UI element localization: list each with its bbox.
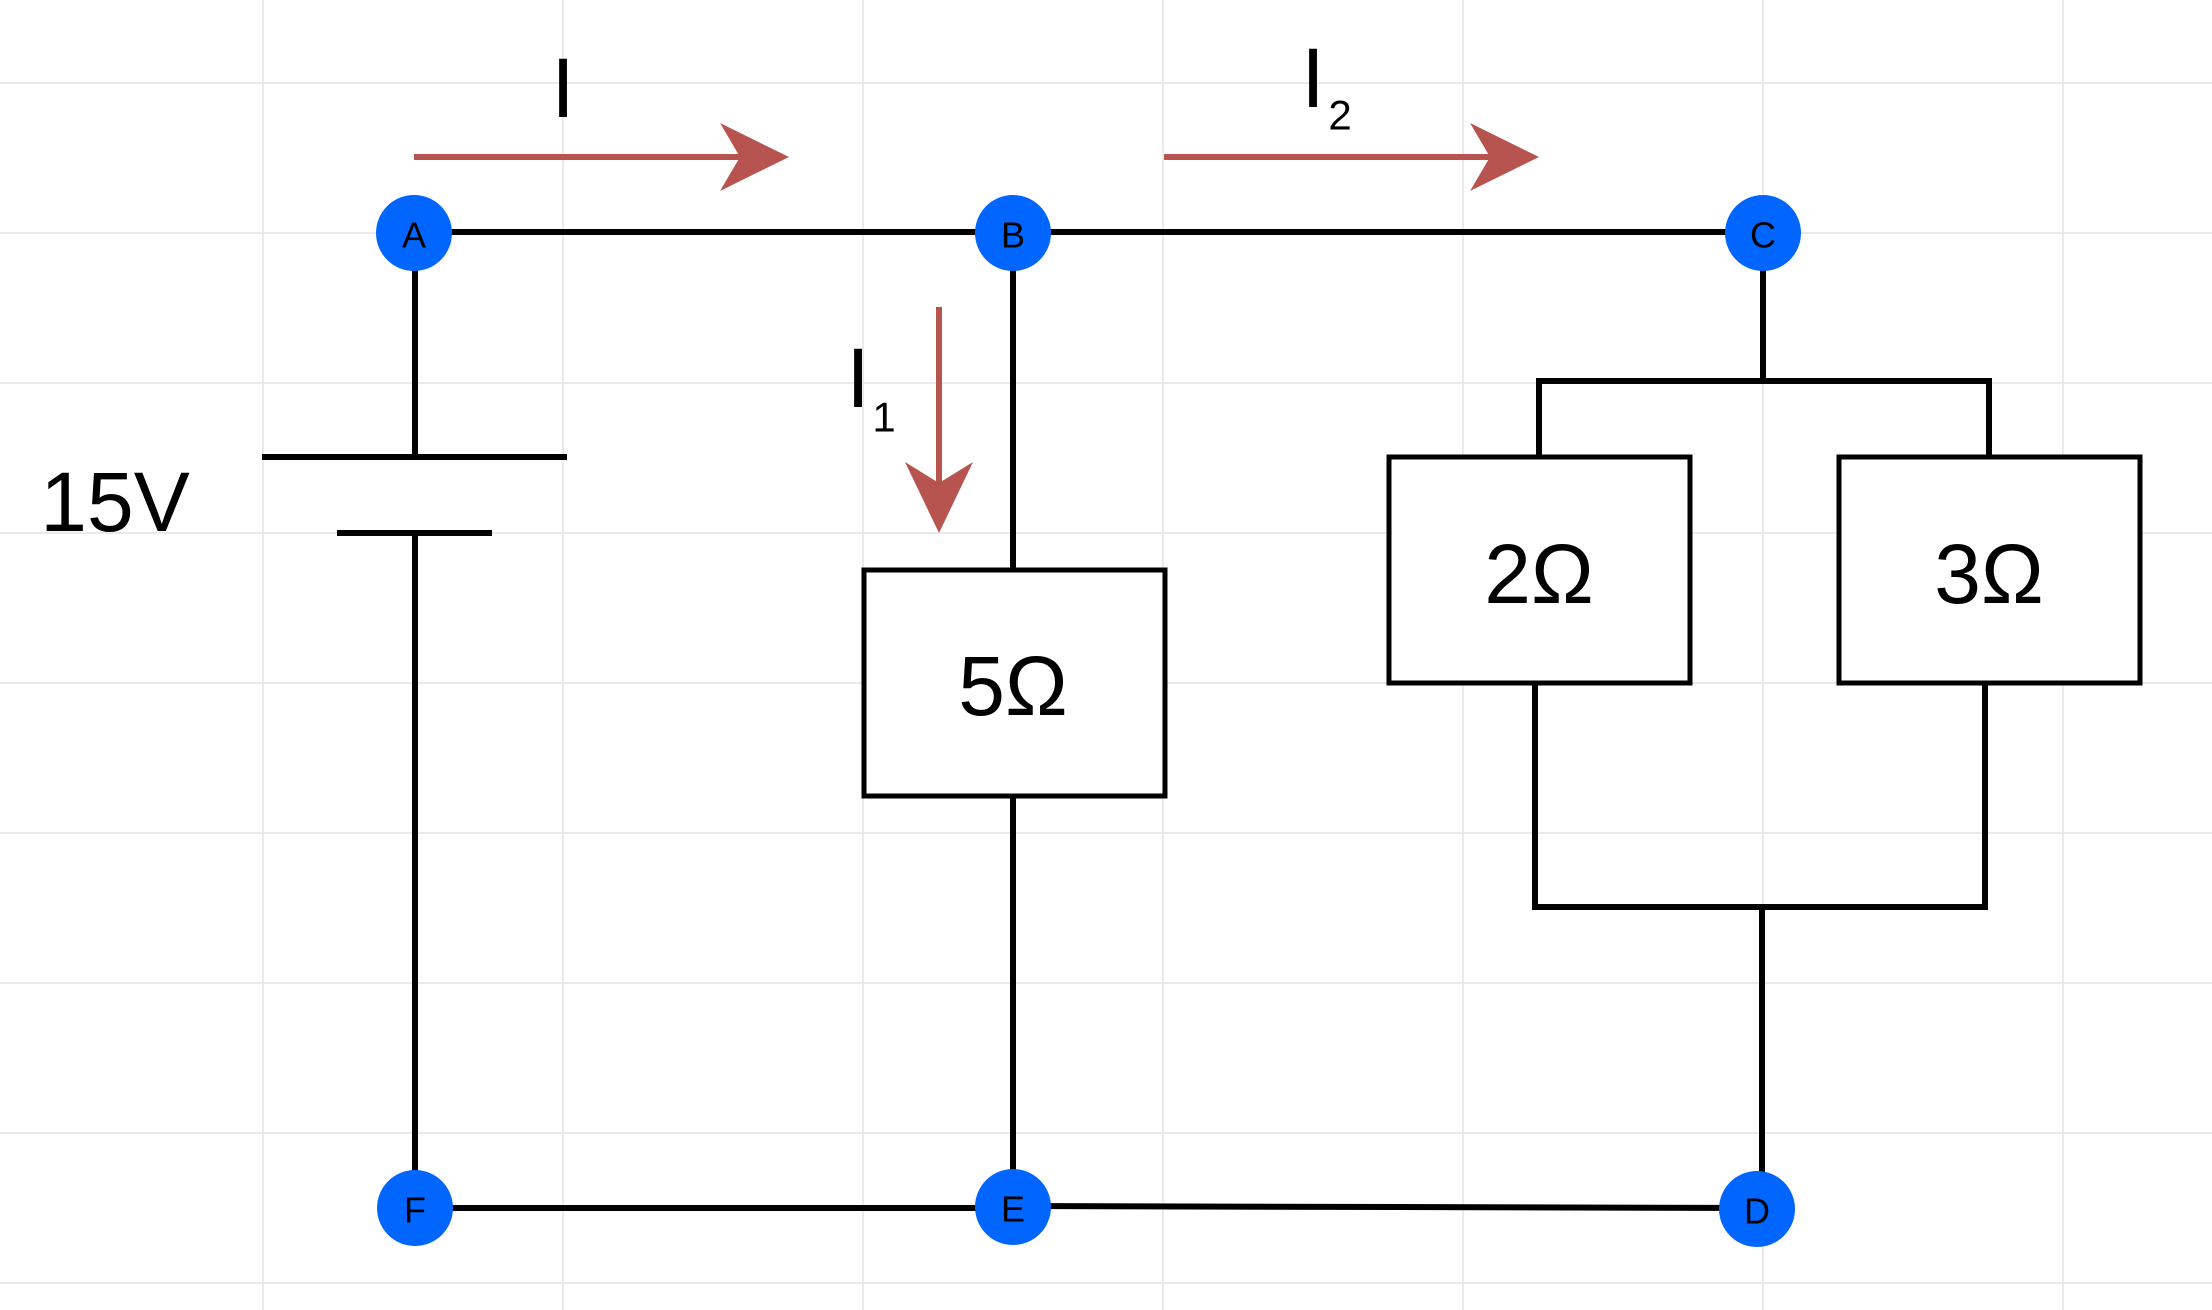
current-i2-label: I: [1301, 31, 1324, 125]
wire-e-d: [1009, 1202, 1761, 1212]
node-e-label: E: [1001, 1189, 1025, 1230]
resistor-3ohm: 3Ω: [1836, 454, 2143, 686]
resistor-3ohm-body: [1836, 454, 2143, 686]
circuit-wires: [412, 229, 1992, 1212]
current-arrow-i2: [1164, 123, 1539, 191]
resistor-5ohm-body: [861, 567, 1168, 799]
node-c-label: C: [1750, 215, 1776, 256]
resistor-3ohm-label: 3Ω: [1934, 527, 2044, 621]
node-c-dot: [1725, 195, 1801, 271]
node-f-label: F: [404, 1190, 426, 1231]
node-e-dot: [975, 1169, 1051, 1245]
node-f-dot: [377, 1170, 453, 1246]
node-f: F: [377, 1170, 453, 1246]
resistor-2ohm-label: 2Ω: [1484, 527, 1594, 621]
resistor-5ohm: 5Ω: [861, 567, 1168, 799]
node-b-label: B: [1001, 215, 1025, 256]
current-arrow-i1: [905, 307, 973, 533]
battery: [262, 454, 567, 536]
node-a-label: A: [402, 215, 426, 256]
node-d-label: D: [1744, 1191, 1770, 1232]
node-a-dot: [376, 195, 452, 271]
arrow-i2-head: [1470, 123, 1539, 191]
current-i1-subscript: 1: [872, 394, 895, 441]
arrow-i1-head: [905, 462, 973, 533]
node-b-dot: [975, 195, 1051, 271]
node-b: B: [975, 195, 1051, 271]
current-i-label: I: [551, 41, 574, 135]
node-d-dot: [1719, 1171, 1795, 1247]
node-d: D: [1719, 1171, 1795, 1247]
resistor-2ohm: 2Ω: [1386, 454, 1693, 686]
current-arrow-i: [414, 123, 789, 191]
node-a: A: [376, 195, 452, 271]
resistor-2ohm-body: [1386, 454, 1693, 686]
current-i1-label: I: [846, 331, 869, 425]
node-c: C: [1725, 195, 1801, 271]
arrow-i-head: [720, 123, 789, 191]
source-voltage-label: 15V: [40, 455, 189, 549]
current-i2-subscript: 2: [1328, 92, 1351, 139]
resistor-5ohm-label: 5Ω: [958, 639, 1068, 733]
node-e: E: [975, 1169, 1051, 1245]
